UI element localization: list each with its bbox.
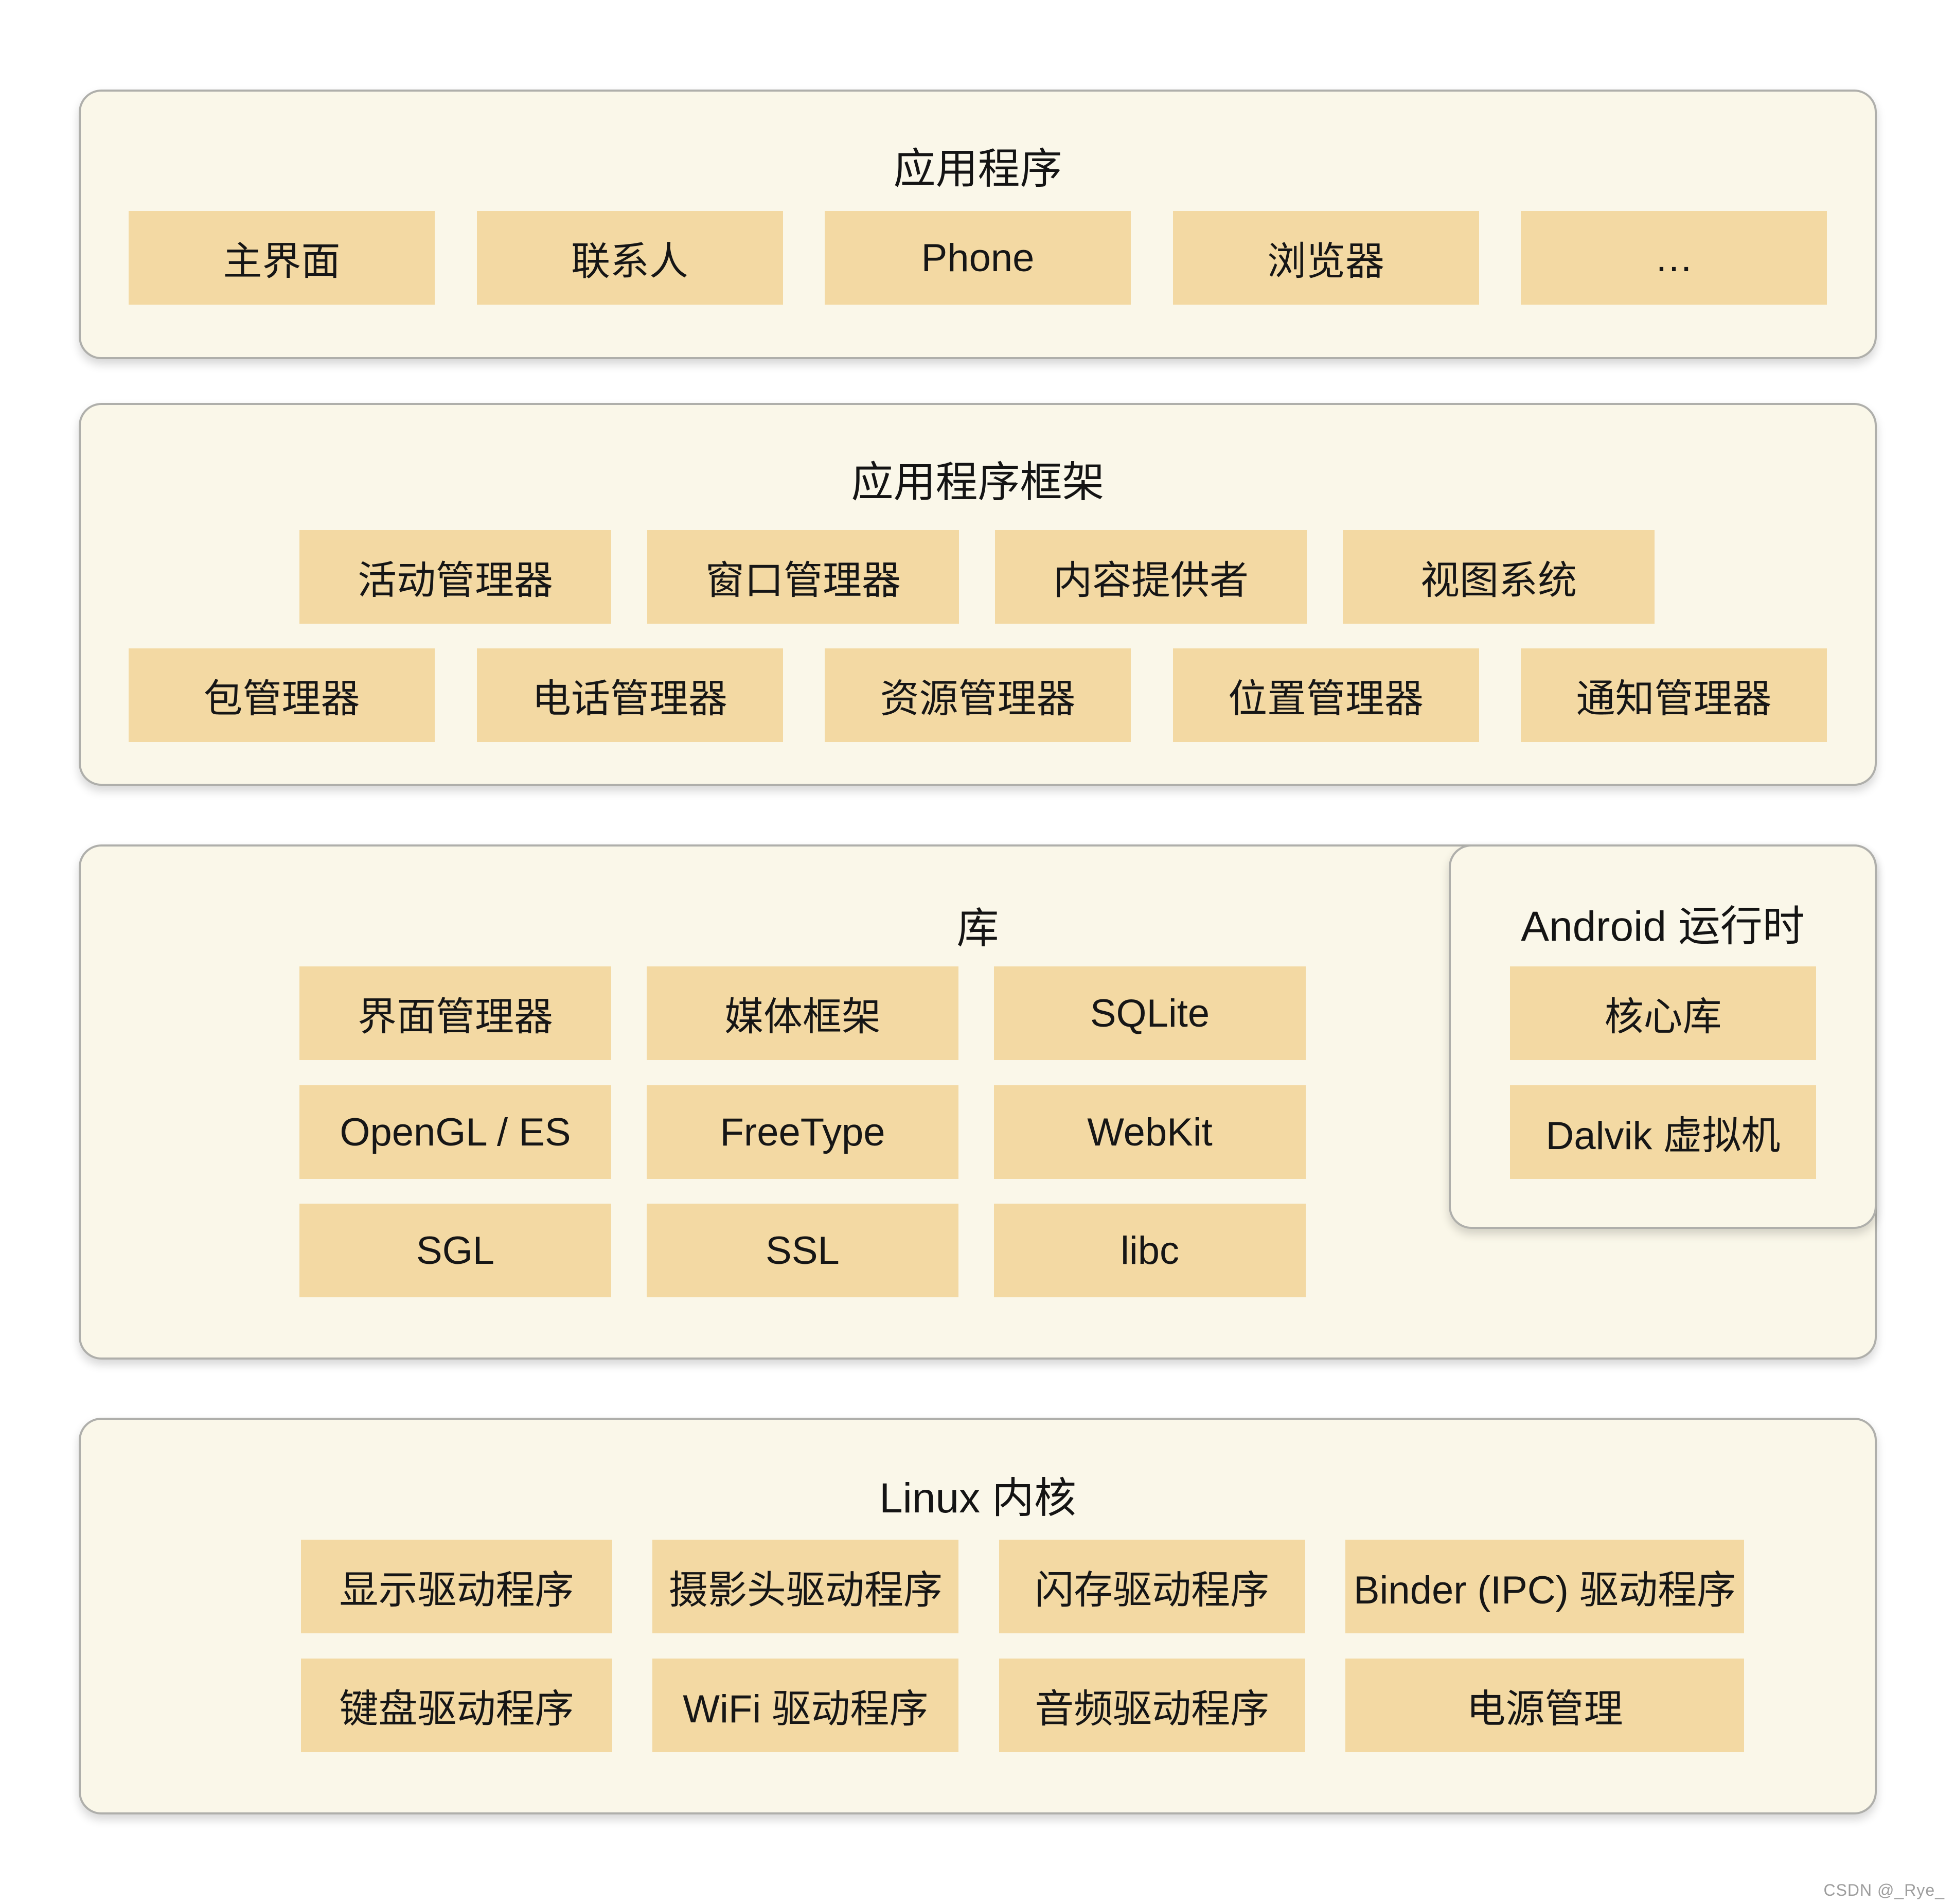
lib-box-opengl-es: OpenGL / ES <box>299 1085 611 1179</box>
applications-panel: 应用程序 主界面 联系人 Phone 浏览器 … <box>79 90 1877 359</box>
libraries-row-1: 界面管理器 媒体框架 SQLite <box>299 966 1306 1060</box>
linux-kernel-panel: Linux 内核 显示驱动程序 摄影头驱动程序 闪存驱动程序 Binder (I… <box>79 1418 1877 1814</box>
fw-box-window-manager: 窗口管理器 <box>647 530 959 624</box>
fw-box-location-manager: 位置管理器 <box>1172 648 1479 742</box>
csdn-watermark: CSDN @_Rye_ <box>1823 1881 1945 1899</box>
kernel-box-camera-driver: 摄影头驱动程序 <box>652 1540 959 1633</box>
framework-row-2: 包管理器 电话管理器 资源管理器 位置管理器 通知管理器 <box>129 648 1827 742</box>
fw-box-telephony-manager: 电话管理器 <box>476 648 783 742</box>
android-runtime-panel: Android 运行时 核心库 Dalvik 虚拟机 <box>1449 844 1877 1229</box>
fw-box-notification-manager: 通知管理器 <box>1521 648 1827 742</box>
kernel-box-flash-driver: 闪存驱动程序 <box>999 1540 1305 1633</box>
lib-box-webkit: WebKit <box>994 1085 1306 1179</box>
app-box-phone: Phone <box>825 211 1131 305</box>
app-box-contacts: 联系人 <box>476 211 783 305</box>
framework-title: 应用程序框架 <box>851 459 1105 506</box>
runtime-box-dalvik-vm: Dalvik 虚拟机 <box>1510 1085 1816 1179</box>
lib-box-sqlite: SQLite <box>994 966 1306 1060</box>
libraries-title: 库 <box>956 905 999 952</box>
libraries-row-2: OpenGL / ES FreeType WebKit <box>299 1085 1306 1179</box>
kernel-box-audio-driver: 音频驱动程序 <box>999 1659 1305 1752</box>
app-box-browser: 浏览器 <box>1172 211 1479 305</box>
lib-box-libc: libc <box>994 1204 1306 1297</box>
kernel-box-binder-ipc-driver: Binder (IPC) 驱动程序 <box>1345 1540 1744 1633</box>
fw-box-resource-manager: 资源管理器 <box>825 648 1131 742</box>
lib-box-ssl: SSL <box>647 1204 958 1297</box>
kernel-row-2: 键盘驱动程序 WiFi 驱动程序 音频驱动程序 电源管理 <box>301 1659 1744 1752</box>
fw-box-package-manager: 包管理器 <box>129 648 435 742</box>
kernel-box-power-management: 电源管理 <box>1345 1659 1744 1752</box>
framework-panel: 应用程序框架 活动管理器 窗口管理器 内容提供者 视图系统 包管理器 电话管理器… <box>79 403 1877 786</box>
applications-title: 应用程序 <box>893 146 1062 192</box>
kernel-box-wifi-driver: WiFi 驱动程序 <box>652 1659 959 1752</box>
app-box-home: 主界面 <box>129 211 435 305</box>
fw-box-activity-manager: 活动管理器 <box>299 530 611 624</box>
android-runtime-title: Android 运行时 <box>1521 903 1805 950</box>
lib-box-sgl: SGL <box>299 1204 611 1297</box>
framework-row-1: 活动管理器 窗口管理器 内容提供者 视图系统 <box>299 530 1655 624</box>
fw-box-content-provider: 内容提供者 <box>995 530 1307 624</box>
linux-kernel-title: Linux 内核 <box>879 1475 1076 1522</box>
libraries-row-3: SGL SSL libc <box>299 1204 1306 1297</box>
lib-box-surface-manager: 界面管理器 <box>299 966 611 1060</box>
lib-box-freetype: FreeType <box>647 1085 958 1179</box>
kernel-box-display-driver: 显示驱动程序 <box>301 1540 612 1633</box>
runtime-box-core-libraries: 核心库 <box>1510 966 1816 1060</box>
applications-row: 主界面 联系人 Phone 浏览器 … <box>129 211 1827 305</box>
kernel-box-keypad-driver: 键盘驱动程序 <box>301 1659 612 1752</box>
app-box-more: … <box>1521 211 1827 305</box>
fw-box-view-system: 视图系统 <box>1343 530 1655 624</box>
kernel-row-1: 显示驱动程序 摄影头驱动程序 闪存驱动程序 Binder (IPC) 驱动程序 <box>301 1540 1744 1633</box>
lib-box-media-framework: 媒体框架 <box>647 966 958 1060</box>
